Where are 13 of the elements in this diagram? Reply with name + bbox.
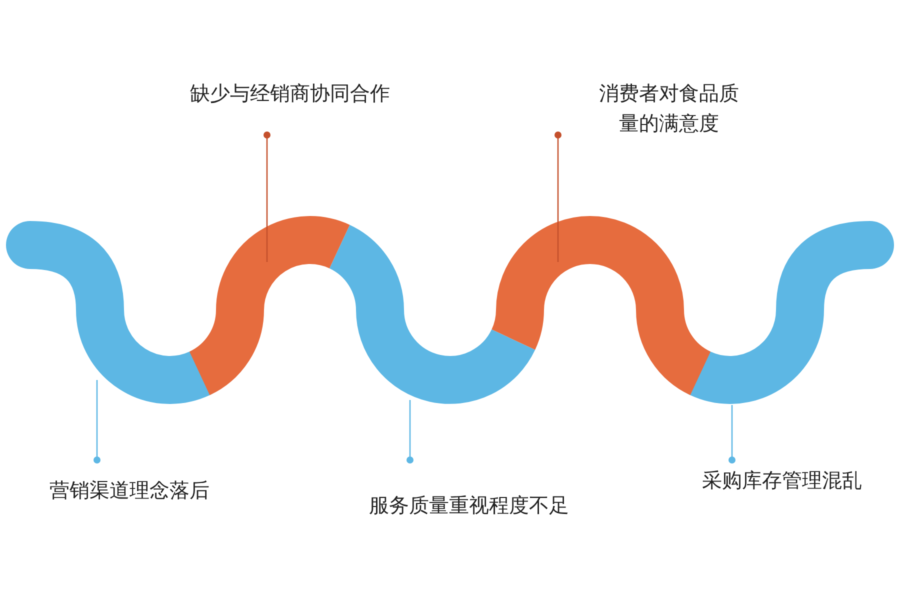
leader-line <box>406 400 414 464</box>
callout-text: 消费者对食品质量的满意度 <box>594 78 744 138</box>
leader-line <box>554 132 562 262</box>
callout-text: 采购库存管理混乱 <box>676 465 888 495</box>
callout-text: 缺少与经销商协同合作 <box>160 78 420 108</box>
leader-line <box>264 132 270 262</box>
leader-line <box>728 405 736 464</box>
callout-text: 服务质量重视程度不足 <box>338 490 600 520</box>
wave-band-segment <box>328 226 534 404</box>
leader-line <box>94 380 100 464</box>
callout-text: 营销渠道理念落后 <box>22 475 237 505</box>
wave-band-segment <box>491 216 712 394</box>
wave-band-segment <box>188 216 348 394</box>
